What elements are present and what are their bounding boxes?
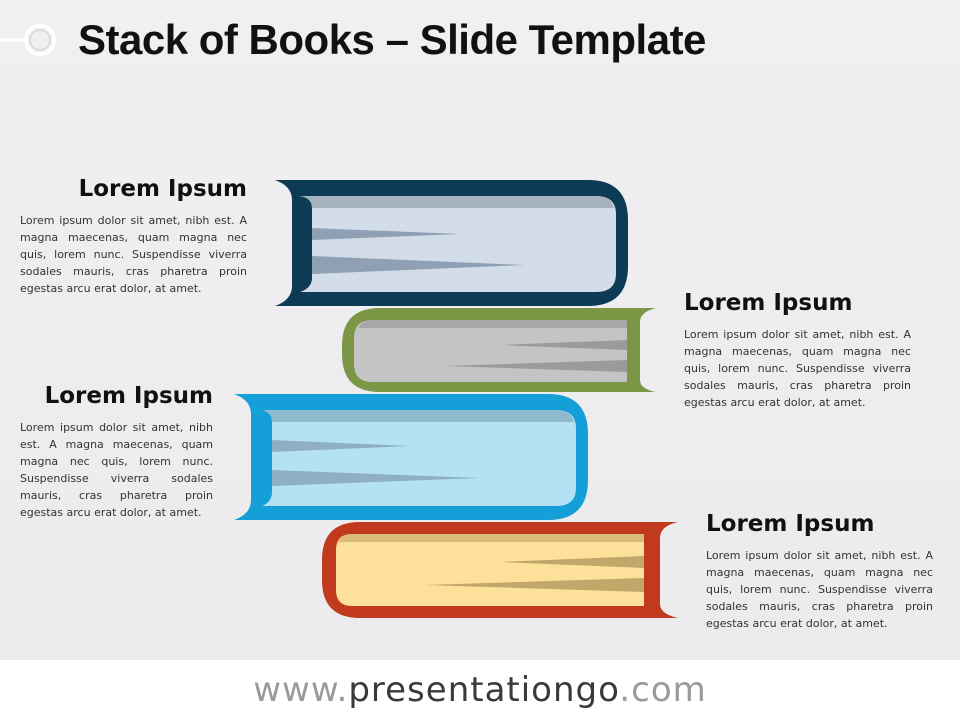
footer-url-suffix: .com	[619, 670, 707, 710]
footer-band	[0, 660, 960, 720]
book-4-page-stripe	[425, 578, 644, 592]
book-2-pages	[354, 320, 627, 382]
book-1	[275, 180, 628, 306]
slide-title: Stack of Books – Slide Template	[78, 16, 706, 63]
book-4-pages-top-shade	[338, 534, 644, 542]
book-1-pages-top-shade	[300, 196, 614, 208]
footer-url: www.presentationgo.com	[0, 668, 960, 712]
block-body: Lorem ipsum dolor sit amet, nibh est. A …	[20, 421, 213, 519]
book-3-page-stripe	[272, 470, 480, 486]
block-heading: Lorem Ipsum	[684, 290, 853, 316]
book-2	[342, 308, 656, 392]
book-1-pages	[300, 196, 616, 292]
text-block-1: Lorem Ipsum Lorem ipsum dolor sit amet, …	[20, 174, 247, 297]
block-body: Lorem ipsum dolor sit amet, nibh est. A …	[20, 214, 247, 295]
book-3-page-stripe	[272, 440, 410, 452]
book-4-pages	[336, 534, 644, 606]
book-2-page-stripe	[445, 360, 627, 372]
block-heading: Lorem Ipsum	[78, 176, 247, 202]
book-2-page-stripe	[500, 340, 627, 350]
text-block-2: Lorem Ipsum Lorem ipsum dolor sit amet, …	[684, 288, 911, 411]
text-block-3: Lorem Ipsum Lorem ipsum dolor sit amet, …	[20, 381, 213, 521]
block-heading: Lorem Ipsum	[44, 383, 213, 409]
book-1-page-stripe	[312, 228, 460, 240]
book-4	[322, 522, 678, 618]
book-4-page-stripe	[500, 556, 644, 568]
text-block-4: Lorem Ipsum Lorem ipsum dolor sit amet, …	[706, 509, 933, 632]
book-3-pages-top-shade	[262, 410, 574, 422]
book-3	[234, 394, 588, 520]
footer-url-prefix: www.	[253, 670, 349, 710]
block-body: Lorem ipsum dolor sit amet, nibh est. A …	[706, 549, 933, 630]
book-1-page-stripe	[312, 256, 525, 274]
book-2-pages-top-shade	[358, 320, 627, 328]
book-3-pages	[262, 410, 576, 506]
footer-url-brand: presentationgo	[348, 670, 620, 710]
logo-ring-icon	[0, 24, 56, 56]
block-heading: Lorem Ipsum	[706, 511, 875, 537]
block-body: Lorem ipsum dolor sit amet, nibh est. A …	[684, 328, 911, 409]
